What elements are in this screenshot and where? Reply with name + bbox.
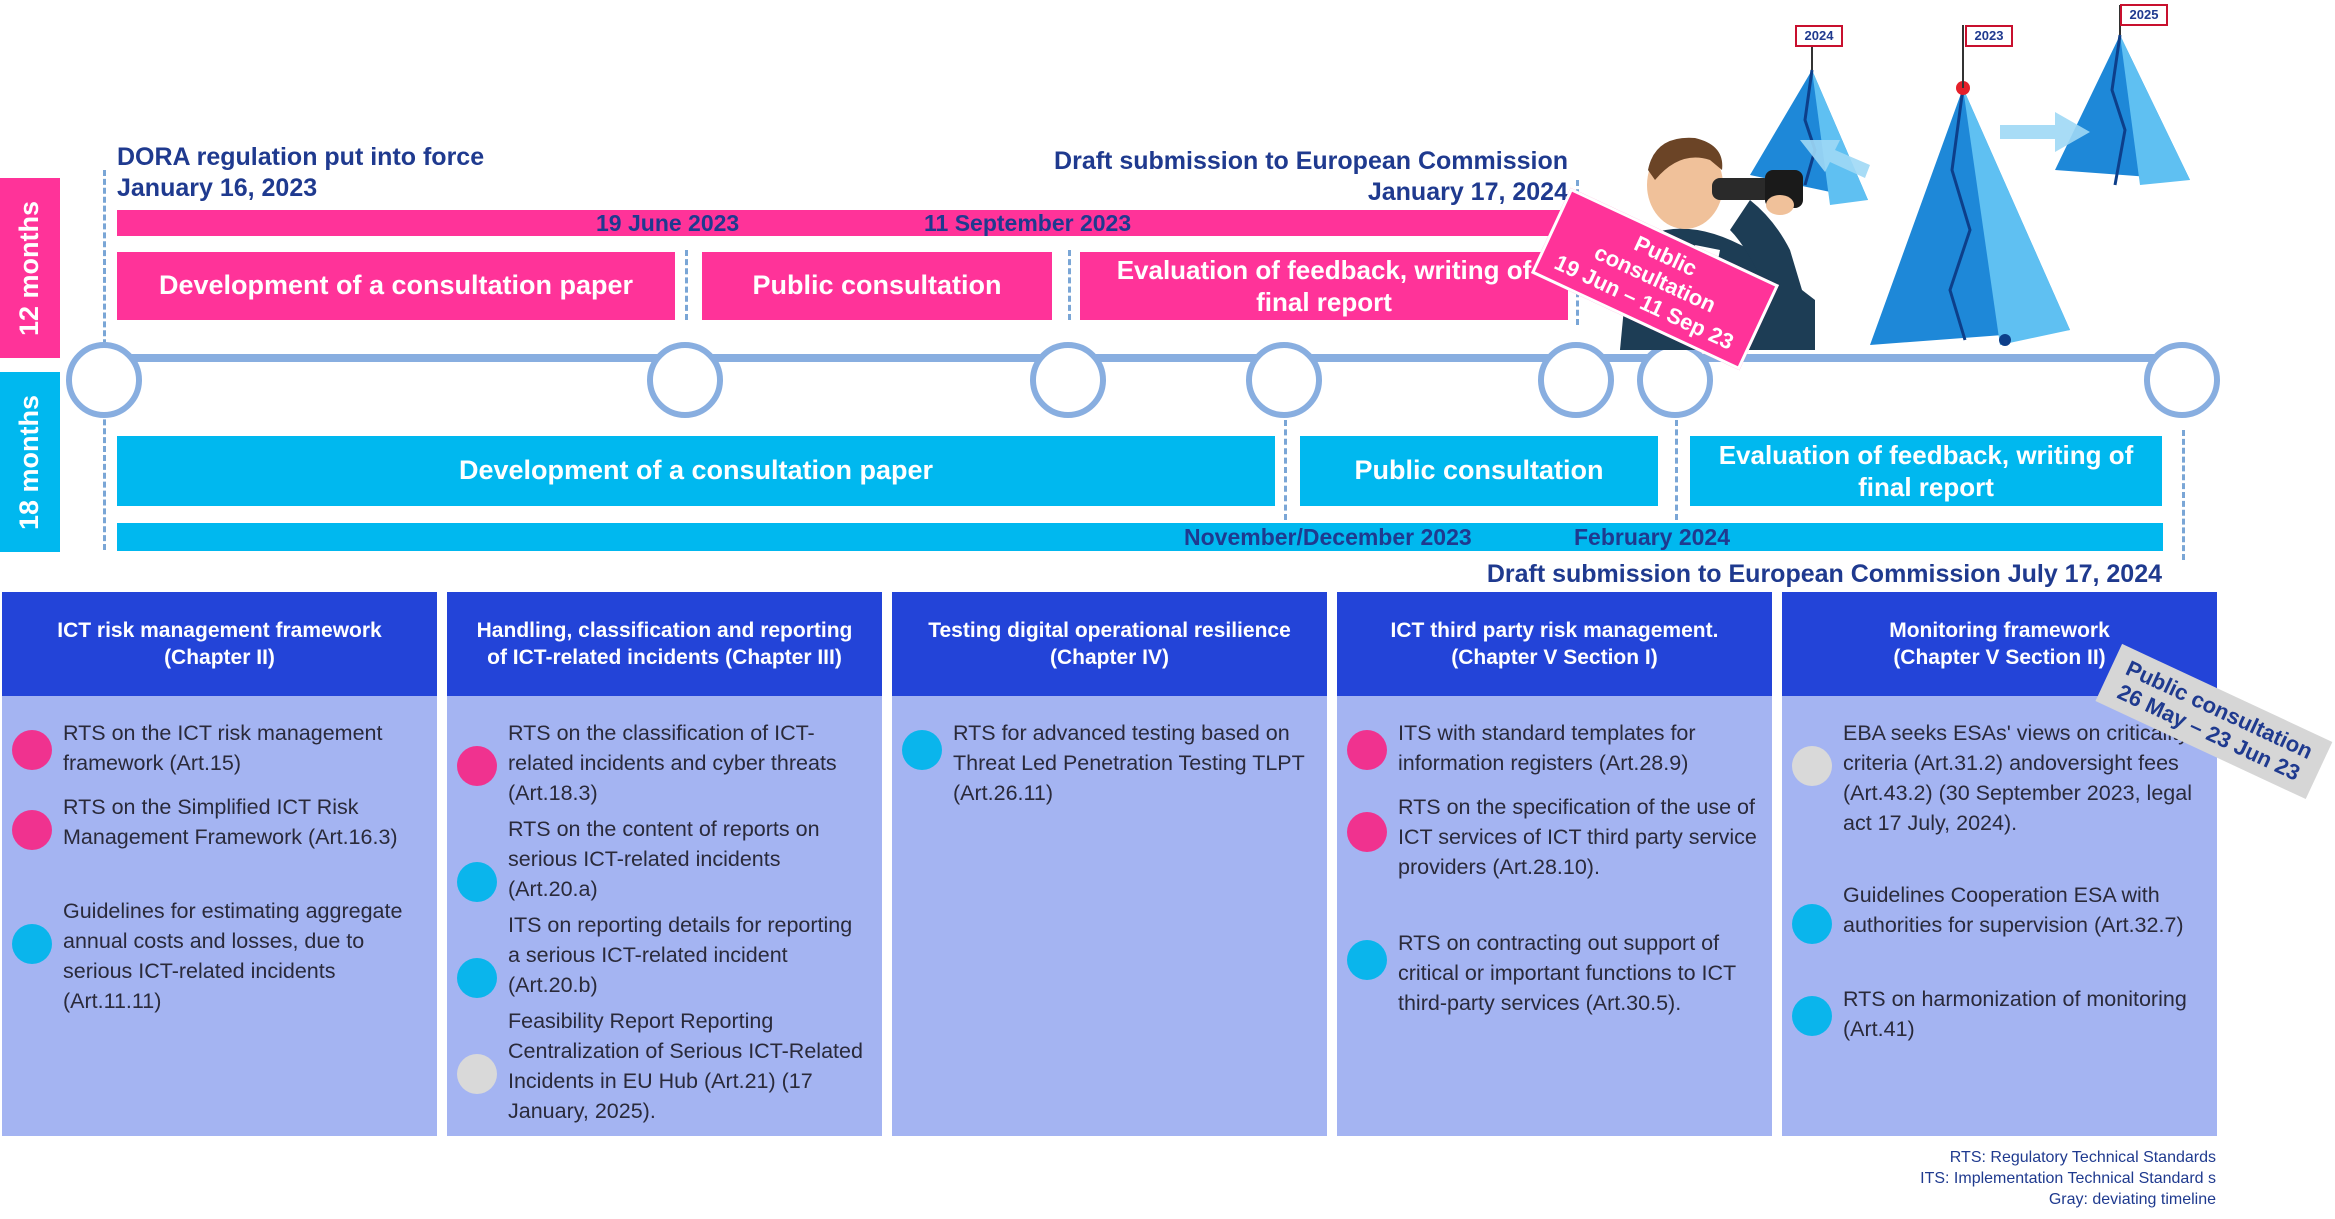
top-phase-evaluation: Evaluation of feedback, writing of final… bbox=[1080, 252, 1568, 320]
top-bar-date-2: 11 September 2023 bbox=[924, 210, 1132, 236]
list-item: ITS on reporting details for reporting a… bbox=[447, 910, 882, 1000]
guide-line bbox=[1284, 420, 1287, 520]
bottom-phase-evaluation: Evaluation of feedback, writing of final… bbox=[1690, 436, 2162, 506]
top-timeline-bar bbox=[117, 210, 1567, 236]
arrow-icon bbox=[2000, 112, 2090, 152]
timeline-axis bbox=[104, 354, 2184, 362]
status-dot bbox=[12, 810, 52, 850]
status-dot bbox=[12, 730, 52, 770]
end-title-top: Draft submission to European Commission bbox=[1054, 147, 1568, 175]
start-date: January 16, 2023 bbox=[117, 174, 318, 203]
milestone-circle bbox=[647, 342, 723, 418]
bottom-phase-development: Development of a consultation paper bbox=[117, 436, 1275, 506]
arrow-icon bbox=[1800, 140, 1870, 178]
milestone-circle bbox=[1246, 342, 1322, 418]
list-item: RTS on the Simplified ICT Risk Managemen… bbox=[2, 792, 437, 852]
column-body-ict-risk: RTS on the ICT risk management framework… bbox=[2, 696, 437, 1136]
end-annotation-bottom: Draft submission to European Commission … bbox=[1486, 560, 2162, 588]
list-item: Feasibility Report Reporting Centralizat… bbox=[447, 1006, 882, 1126]
status-dot bbox=[1792, 746, 1832, 786]
side-label-18-months: 18 months bbox=[0, 372, 60, 552]
side-label-12-months: 12 months bbox=[0, 178, 60, 358]
column-body-third-party: ITS with standard templates for informat… bbox=[1337, 696, 1772, 1136]
top-phase-consultation: Public consultation bbox=[702, 252, 1052, 320]
flag-2024: 2024 bbox=[1795, 25, 1843, 47]
mountain-peak-center bbox=[1870, 81, 2070, 346]
list-item: RTS on the content of reports on serious… bbox=[447, 814, 882, 904]
guide-line bbox=[1068, 250, 1071, 320]
legend-gray: Gray: deviating timeline bbox=[2048, 1190, 2216, 1208]
legend: RTS: Regulatory Technical Standards ITS:… bbox=[1700, 1148, 2216, 1210]
list-item: ITS with standard templates for informat… bbox=[1337, 718, 1772, 778]
status-dot bbox=[457, 958, 497, 998]
milestone-circle bbox=[1538, 342, 1614, 418]
column-body-monitoring: EBA seeks ESAs' views on criticality cri… bbox=[1782, 696, 2217, 1136]
status-dot bbox=[457, 862, 497, 902]
list-item: Guidelines Cooperation ESA with authorit… bbox=[1782, 880, 2217, 944]
status-dot bbox=[1347, 812, 1387, 852]
guide-line bbox=[685, 250, 688, 320]
column-header-incidents: Handling, classification and reporting o… bbox=[447, 592, 882, 696]
status-dot bbox=[1792, 904, 1832, 944]
column-header-third-party: ICT third party risk management. (Chapte… bbox=[1337, 592, 1772, 696]
flag-2025: 2025 bbox=[2120, 4, 2168, 26]
start-title: DORA regulation put into force bbox=[117, 143, 485, 171]
end-date-top: January 17, 2024 bbox=[1367, 178, 1568, 207]
guide-line bbox=[2182, 430, 2185, 560]
list-item: RTS on the specification of the use of I… bbox=[1337, 792, 1772, 882]
list-item: RTS on harmonization of monitoring (Art.… bbox=[1782, 984, 2217, 1044]
mountain-peak-right bbox=[2055, 34, 2190, 186]
end-annotation-top: Draft submission to European Commission … bbox=[1020, 146, 1568, 209]
milestone-circle bbox=[2144, 342, 2220, 418]
list-item: Guidelines for estimating aggregate annu… bbox=[2, 896, 437, 1016]
column-body-testing: RTS for advanced testing based on Threat… bbox=[892, 696, 1327, 1136]
status-dot bbox=[1347, 940, 1387, 980]
column-header-ict-risk: ICT risk management framework (Chapter I… bbox=[2, 592, 437, 696]
milestone-circle bbox=[66, 342, 142, 418]
status-dot bbox=[12, 924, 52, 964]
status-dot bbox=[457, 1054, 497, 1094]
bottom-timeline-bar bbox=[117, 523, 2163, 551]
bottom-phase-consultation: Public consultation bbox=[1300, 436, 1658, 506]
bottom-bar-date-2: February 2024 bbox=[1574, 524, 1730, 550]
list-item: EBA seeks ESAs' views on criticality cri… bbox=[1782, 718, 2217, 838]
guide-line bbox=[1675, 420, 1678, 520]
flag-2023: 2023 bbox=[1965, 25, 2013, 47]
start-annotation: DORA regulation put into force January 1… bbox=[117, 142, 484, 205]
column-body-incidents: RTS on the classification of ICT-related… bbox=[447, 696, 882, 1136]
top-phase-development: Development of a consultation paper bbox=[117, 252, 675, 320]
status-dot bbox=[902, 730, 942, 770]
top-bar-date-1: 19 June 2023 bbox=[596, 210, 740, 236]
bottom-bar-date-1: November/December 2023 bbox=[1184, 524, 1472, 550]
list-item: RTS on the classification of ICT-related… bbox=[447, 718, 882, 808]
milestone-circle bbox=[1030, 342, 1106, 418]
list-item: RTS for advanced testing based on Threat… bbox=[892, 718, 1327, 808]
status-dot bbox=[1347, 730, 1387, 770]
list-item: RTS on contracting out support of critic… bbox=[1337, 928, 1772, 1018]
column-header-testing: Testing digital operational resilience (… bbox=[892, 592, 1327, 696]
status-dot bbox=[457, 746, 497, 786]
list-item: RTS on the ICT risk management framework… bbox=[2, 718, 437, 778]
legend-rts: RTS: Regulatory Technical Standards bbox=[1949, 1149, 2216, 1166]
status-dot bbox=[1792, 996, 1832, 1036]
legend-its: ITS: Implementation Technical Standard s bbox=[1920, 1169, 2216, 1187]
